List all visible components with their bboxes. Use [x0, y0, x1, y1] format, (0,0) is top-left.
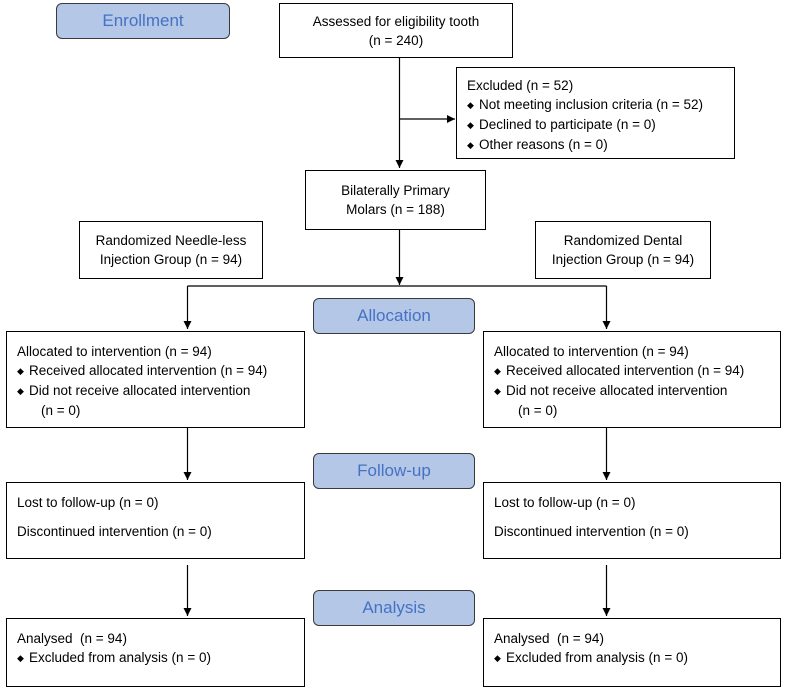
- molars-line1: Bilaterally Primary: [341, 183, 450, 198]
- dental-group-box: Randomized Dental Injection Group (n = 9…: [535, 221, 711, 279]
- dental-group-line2: Injection Group (n = 94): [551, 252, 695, 267]
- analysis-left-excluded: ◆Excluded from analysis (n = 0): [17, 648, 304, 668]
- analysis-right-box: Analysed (n = 94) ◆Excluded from analysi…: [483, 618, 781, 687]
- allocation-right-not-received: ◆Did not receive allocated intervention: [494, 381, 780, 401]
- molars-line2: Molars (n = 188): [346, 202, 445, 217]
- molars-box: Bilaterally Primary Molars (n = 188): [305, 170, 486, 230]
- followup-right-box: Lost to follow-up (n = 0) Discontinued i…: [483, 482, 781, 559]
- followup-right-discontinued: Discontinued intervention (n = 0): [494, 524, 689, 539]
- allocation-right-heading: Allocated to intervention (n = 94): [494, 344, 689, 359]
- assessed-line1: Assessed for eligibility tooth: [312, 13, 480, 29]
- excluded-item: ◆Not meeting inclusion criteria (n = 52): [467, 95, 734, 115]
- assessed-box: Assessed for eligibility tooth (n = 240): [279, 3, 513, 58]
- allocation-right-not-received-count: (n = 0): [518, 403, 558, 418]
- allocation-left-heading: Allocated to intervention (n = 94): [17, 344, 212, 359]
- dental-group-line1: Randomized Dental: [563, 233, 683, 248]
- diamond-bullet-icon: ◆: [494, 386, 501, 396]
- followup-left-box: Lost to follow-up (n = 0) Discontinued i…: [6, 482, 305, 559]
- allocation-left-not-received: ◆Did not receive allocated intervention: [17, 381, 304, 401]
- needle-less-group-box: Randomized Needle-less Injection Group (…: [79, 221, 263, 279]
- diamond-bullet-icon: ◆: [467, 120, 474, 130]
- analysis-right-excluded: ◆Excluded from analysis (n = 0): [494, 648, 780, 668]
- followup-right-lost: Lost to follow-up (n = 0): [494, 495, 636, 510]
- needle-less-group-line2: Injection Group (n = 94): [99, 252, 243, 267]
- needle-less-group-line1: Randomized Needle-less: [95, 233, 247, 248]
- diamond-bullet-icon: ◆: [17, 386, 24, 396]
- allocation-left-not-received-count: (n = 0): [41, 403, 81, 418]
- diamond-bullet-icon: ◆: [494, 653, 501, 663]
- allocation-left-box: Allocated to intervention (n = 94) ◆Rece…: [6, 331, 305, 428]
- excluded-box: Excluded (n = 52) ◆Not meeting inclusion…: [456, 67, 735, 159]
- stage-allocation: Allocation: [313, 298, 475, 334]
- diamond-bullet-icon: ◆: [467, 100, 474, 110]
- excluded-item: ◆Declined to participate (n = 0): [467, 115, 734, 135]
- diamond-bullet-icon: ◆: [17, 653, 24, 663]
- allocation-right-received: ◆Received allocated intervention (n = 94…: [494, 361, 780, 381]
- analysis-left-box: Analysed (n = 94) ◆Excluded from analysi…: [6, 618, 305, 687]
- diamond-bullet-icon: ◆: [494, 366, 501, 376]
- excluded-item: ◆Other reasons (n = 0): [467, 135, 734, 155]
- allocation-right-box: Allocated to intervention (n = 94) ◆Rece…: [483, 331, 781, 428]
- diamond-bullet-icon: ◆: [17, 366, 24, 376]
- analysis-left-analysed: Analysed (n = 94): [17, 631, 127, 646]
- diamond-bullet-icon: ◆: [467, 140, 474, 150]
- analysis-right-analysed: Analysed (n = 94): [494, 631, 604, 646]
- assessed-count: (n = 240): [368, 32, 424, 48]
- stage-enrollment: Enrollment: [56, 3, 230, 39]
- allocation-left-received: ◆Received allocated intervention (n = 94…: [17, 361, 304, 381]
- followup-left-lost: Lost to follow-up (n = 0): [17, 495, 159, 510]
- stage-follow-up: Follow-up: [313, 453, 475, 489]
- stage-analysis: Analysis: [313, 590, 475, 626]
- excluded-heading: Excluded (n = 52): [467, 78, 574, 93]
- followup-left-discontinued: Discontinued intervention (n = 0): [17, 524, 212, 539]
